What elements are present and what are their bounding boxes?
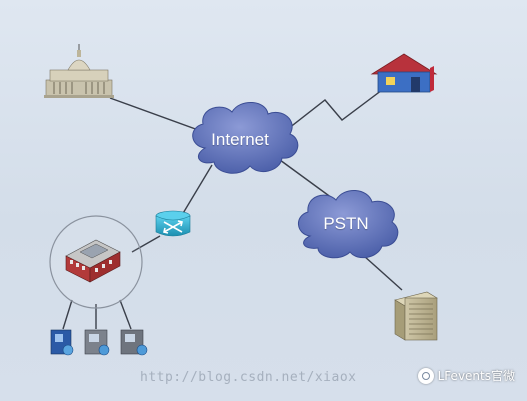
link-pstn-pbx xyxy=(363,255,403,291)
link-lan-workstation-1 xyxy=(62,299,73,330)
government-building-icon xyxy=(44,44,114,98)
wechat-icon xyxy=(417,367,434,384)
link-router-lan xyxy=(131,235,161,253)
workstation-icon xyxy=(84,329,110,356)
link-internet-router xyxy=(181,164,213,216)
link-lan-workstation-3 xyxy=(119,299,132,330)
link-house-internet xyxy=(283,89,383,133)
building-campus-icon xyxy=(65,239,121,283)
workstation-icon xyxy=(50,329,74,356)
internet-cloud xyxy=(192,102,299,174)
pstn-cloud xyxy=(298,190,399,259)
pstn-label: PSTN xyxy=(323,214,369,233)
internet-label: Internet xyxy=(211,130,269,149)
brand-label: LFevents官微 xyxy=(437,369,515,383)
workstation-icon xyxy=(120,329,148,356)
router-icon xyxy=(155,210,191,237)
watermark-url: http://blog.csdn.net/xiaox xyxy=(140,370,357,385)
brand-badge: LFevents官微 xyxy=(417,367,515,384)
house-icon xyxy=(370,53,438,93)
pbx-server-icon xyxy=(394,291,438,341)
link-internet-pstn xyxy=(279,159,333,199)
